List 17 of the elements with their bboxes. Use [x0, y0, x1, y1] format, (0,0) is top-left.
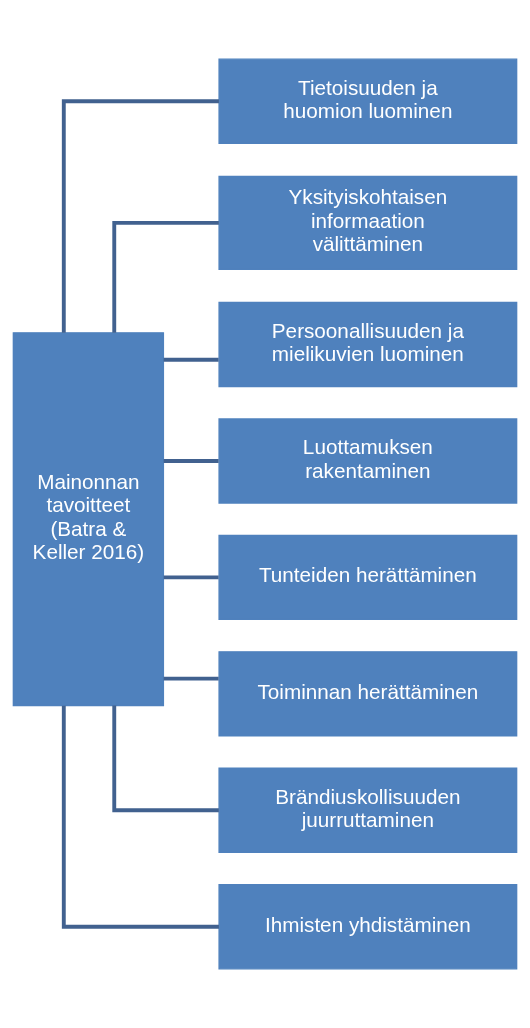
node-box: Mainonnan tavoitteet (Batra & Keller 2016) — [12, 332, 165, 707]
connector — [61, 99, 219, 333]
connector — [61, 705, 219, 929]
node-box: Persoonallisuuden ja mielikuvien luominen — [218, 301, 518, 388]
node-box: Brändiuskollisuuden juurruttaminen — [218, 767, 518, 853]
connector — [112, 705, 219, 813]
connector — [112, 220, 219, 333]
node-box: Tietoisuuden ja huomion luominen — [218, 58, 518, 144]
node-box: Toiminnan herättäminen — [218, 651, 518, 737]
node-box: Luottamuksen rakentaminen — [218, 418, 518, 504]
connector — [163, 459, 219, 463]
node-box: Tunteiden herättäminen — [218, 534, 518, 621]
connector — [163, 676, 219, 681]
node-box: Yksityiskohtaisen informaation välittäminen — [218, 175, 518, 271]
connector — [163, 357, 219, 362]
node-box: Ihmisten yhdistäminen — [218, 884, 518, 970]
connector — [163, 575, 219, 580]
